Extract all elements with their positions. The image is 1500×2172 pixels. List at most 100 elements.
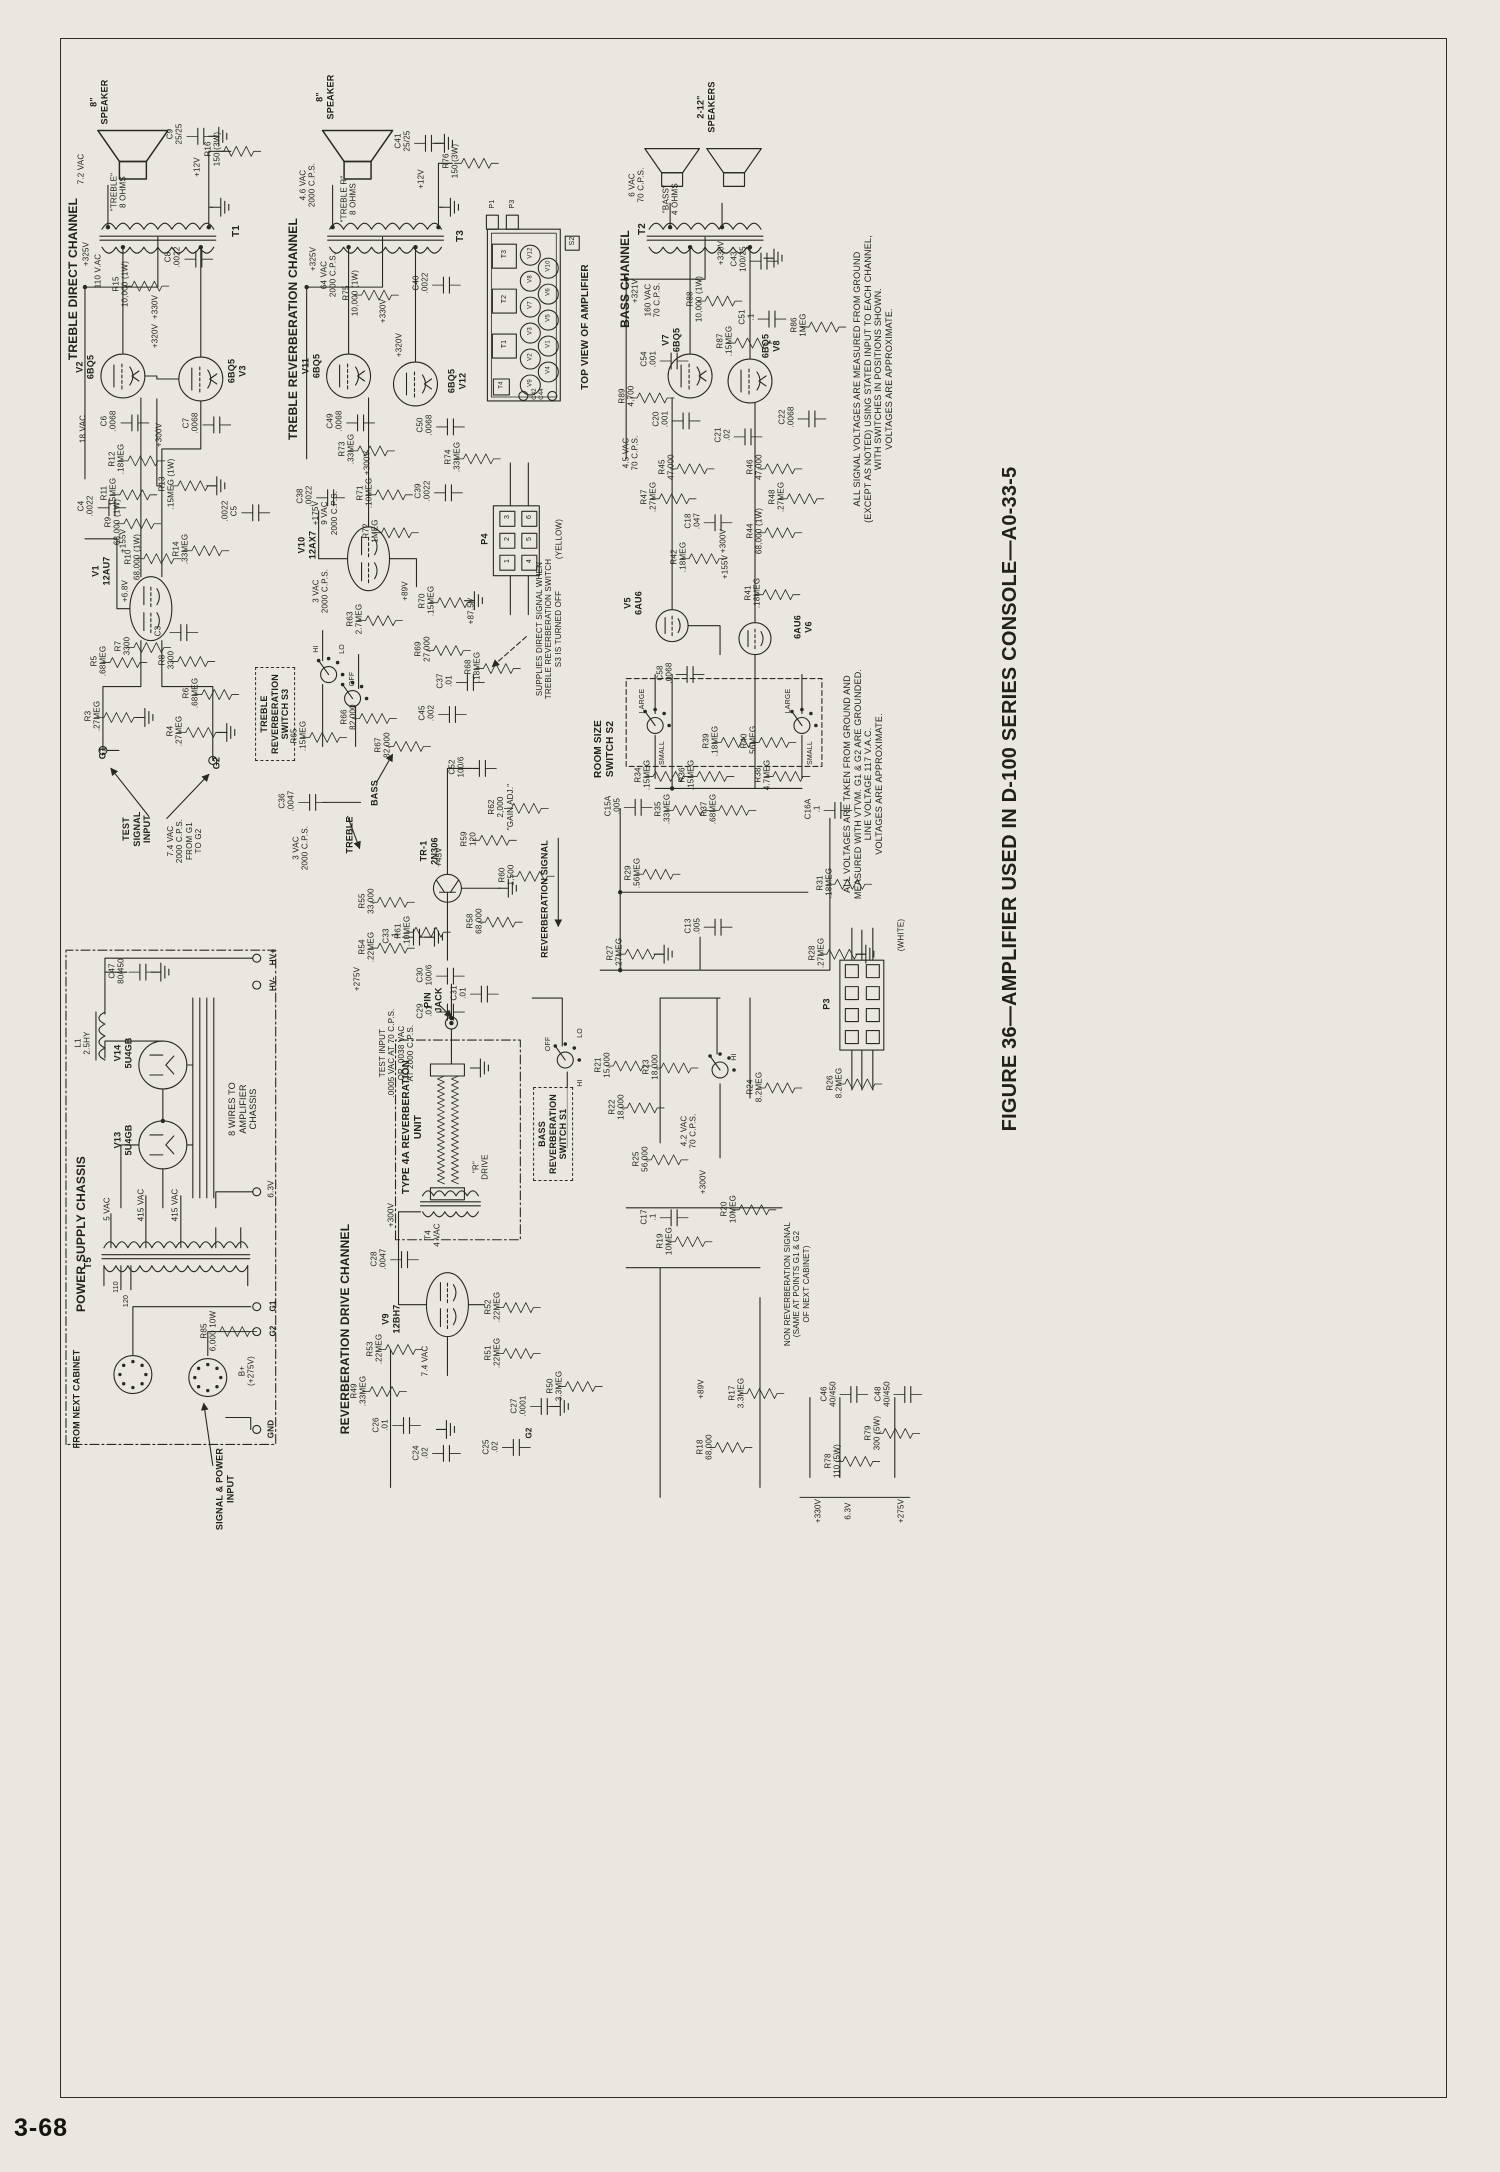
schematic-label: C48 40/450	[873, 1381, 892, 1407]
schematic-label: C22 .0068	[777, 406, 796, 428]
schematic-label: 110 V.AC	[93, 253, 103, 289]
schematic-label: R38 4.7MEG	[753, 759, 772, 791]
schematic-label: V5 6AU6	[622, 591, 643, 615]
schematic-label: C28 .0047	[369, 1248, 388, 1270]
schematic-label: R63 2.7MEG	[345, 603, 364, 635]
schematic-label: +89V	[400, 581, 410, 601]
schematic-label: R4 .27MEG	[165, 715, 184, 747]
schematic-label: +300V	[154, 422, 164, 448]
schematic-label: C30 100/6	[415, 964, 434, 986]
schematic-label: R54 .22MEG	[357, 931, 376, 963]
label-yellow: (YELLOW)	[554, 518, 564, 560]
schematic-label: HI	[576, 1079, 584, 1087]
schematic-label: +300V	[698, 1169, 708, 1195]
chassis-outlines	[65, 678, 823, 1446]
schematic-label: R42 .18MEG	[669, 541, 688, 573]
schematic-label: +300V	[386, 1202, 396, 1228]
schematic-label: T4	[498, 381, 505, 389]
schematic-label: HI	[312, 645, 320, 653]
schematic-label: SMALL	[658, 741, 666, 765]
schematic-label: R18 68,000	[695, 1434, 714, 1460]
schematic-label: +275V	[896, 1498, 906, 1524]
schematic-label: R50 3.3MEG	[545, 1370, 564, 1402]
schematic-label: R37 .68MEG	[699, 793, 718, 825]
schematic-label: LARGE	[784, 688, 792, 714]
page-number: 3-68	[14, 2114, 69, 2142]
schematic-label: R5 .68MEG	[89, 645, 108, 677]
schematic-label: 6AU6 V6	[792, 615, 813, 639]
schematic-label: R36 .15MEG	[677, 759, 696, 791]
schematic-label: R46 47,000	[745, 454, 764, 480]
schematic-label: +275V	[352, 966, 362, 992]
schematic-label: 120	[122, 1294, 130, 1308]
schematic-label: "BASS" 4 OHMS	[661, 183, 680, 215]
schematic-label: C13 .005	[683, 917, 702, 935]
schematic-label: TREBLE	[344, 816, 355, 854]
schematic-label: V13 5U4GB	[112, 1124, 133, 1156]
schematic-label: C27 .0001	[509, 1395, 528, 1417]
schematic-label: V6	[545, 288, 552, 296]
schematic-label: SMALL	[806, 741, 814, 765]
note-direct-signal: SUPPLIES DIRECT SIGNAL WHEN TREBLE REVER…	[534, 558, 563, 700]
schematic-label: R40 .56MEG	[739, 725, 758, 757]
schematic-label: R76 150 (3W)	[441, 143, 460, 179]
label-switch-s1: BASS REVERBERATION SWITCH S1	[533, 1087, 573, 1181]
schematic-label: C36 .0047	[277, 790, 296, 812]
room-size-switch-outline	[625, 678, 823, 767]
label-speaker-treble-r: 8" SPEAKER	[314, 74, 335, 120]
schematic-label: GND	[266, 1419, 276, 1439]
schematic-label: 7.4 VAC 2000 C.P.S. FROM G1 TO G2	[166, 818, 204, 864]
schematic-label: C43 100/25	[729, 246, 748, 272]
schematic-label: 3 VAC 2000 C.P.S.	[291, 825, 310, 871]
schematic-label: C33 .1	[381, 928, 400, 944]
label-reverberation-signal: REVERBERATION SIGNAL	[539, 840, 550, 958]
schematic-label: C26 .01	[371, 1417, 390, 1433]
schematic-label: "R" DRIVE	[471, 1154, 490, 1180]
wires-reverb-drive	[397, 1028, 485, 1377]
schematic-label: R87 .15MEG	[715, 325, 734, 357]
wires-power	[104, 957, 254, 1431]
title-power-supply-chassis: POWER SUPPLY CHASSIS	[73, 1155, 88, 1313]
schematic-label: G2	[211, 756, 222, 770]
schematic-label: 6.3V	[266, 1180, 276, 1198]
schematic-label: +320V	[150, 323, 160, 349]
schematic-label: T3	[455, 229, 467, 243]
schematic-label: R58 68,000	[465, 908, 484, 934]
schematic-label: 7.4 VAC	[420, 1345, 430, 1377]
schematic-label: T1	[231, 224, 243, 238]
schematic-label: G2	[268, 1325, 278, 1337]
schematic-label: R51 .22MEG	[483, 1337, 502, 1369]
schematic-label: 6BQ5 V12	[446, 368, 467, 394]
schematic-label: C7 .0068	[181, 412, 200, 434]
schematic-label: R39 .18MEG	[701, 725, 720, 757]
label-top-view: TOP VIEW OF AMPLIFIER	[580, 264, 592, 390]
schematic-label: C50 .0068	[415, 414, 434, 436]
schematic-label: V3	[527, 327, 534, 335]
schematic-label: C41 25/25	[393, 130, 412, 152]
schematic-label: C15A .005	[603, 795, 622, 817]
schematic-label: V7 6BQ5	[660, 327, 681, 353]
schematic-label: G2	[524, 1427, 534, 1439]
schematic-label: C8 .0022	[163, 246, 182, 268]
schematic-label: R53 .22MEG	[365, 1333, 384, 1365]
power-chassis-outline	[65, 949, 277, 1446]
schematic-label: C49 .0068	[325, 410, 344, 432]
schematic-label: R29 .56MEG	[623, 857, 642, 889]
schematic-label: C52 100/6	[447, 756, 466, 778]
schematic-label: R89 4,700	[617, 385, 636, 407]
schematic-label: +175V 9 VAC 2000 C.P.S.	[310, 490, 339, 536]
schematic-label: 2	[503, 536, 511, 542]
wires-treble-direct	[84, 150, 232, 761]
schematic-label: P3	[821, 998, 832, 1010]
schematic-label: C46 40/450	[819, 1381, 838, 1407]
schematic-label: C58 .0068	[655, 662, 674, 684]
schematic-label: R12 .18MEG	[107, 443, 126, 475]
schematic-label: C16A .1	[803, 798, 822, 820]
label-switch-s2: ROOM SIZE SWITCH S2	[593, 720, 616, 778]
schematic-label: 6.3V	[843, 1502, 853, 1520]
label-test-signal-input: TEST SIGNAL INPUT	[121, 811, 153, 847]
schematic-label: +325V	[81, 241, 91, 267]
schematic-label: R88 10,000 (1W)	[685, 275, 704, 323]
schematic-label: V9	[527, 379, 534, 387]
connector-p4-yellow	[492, 505, 540, 577]
